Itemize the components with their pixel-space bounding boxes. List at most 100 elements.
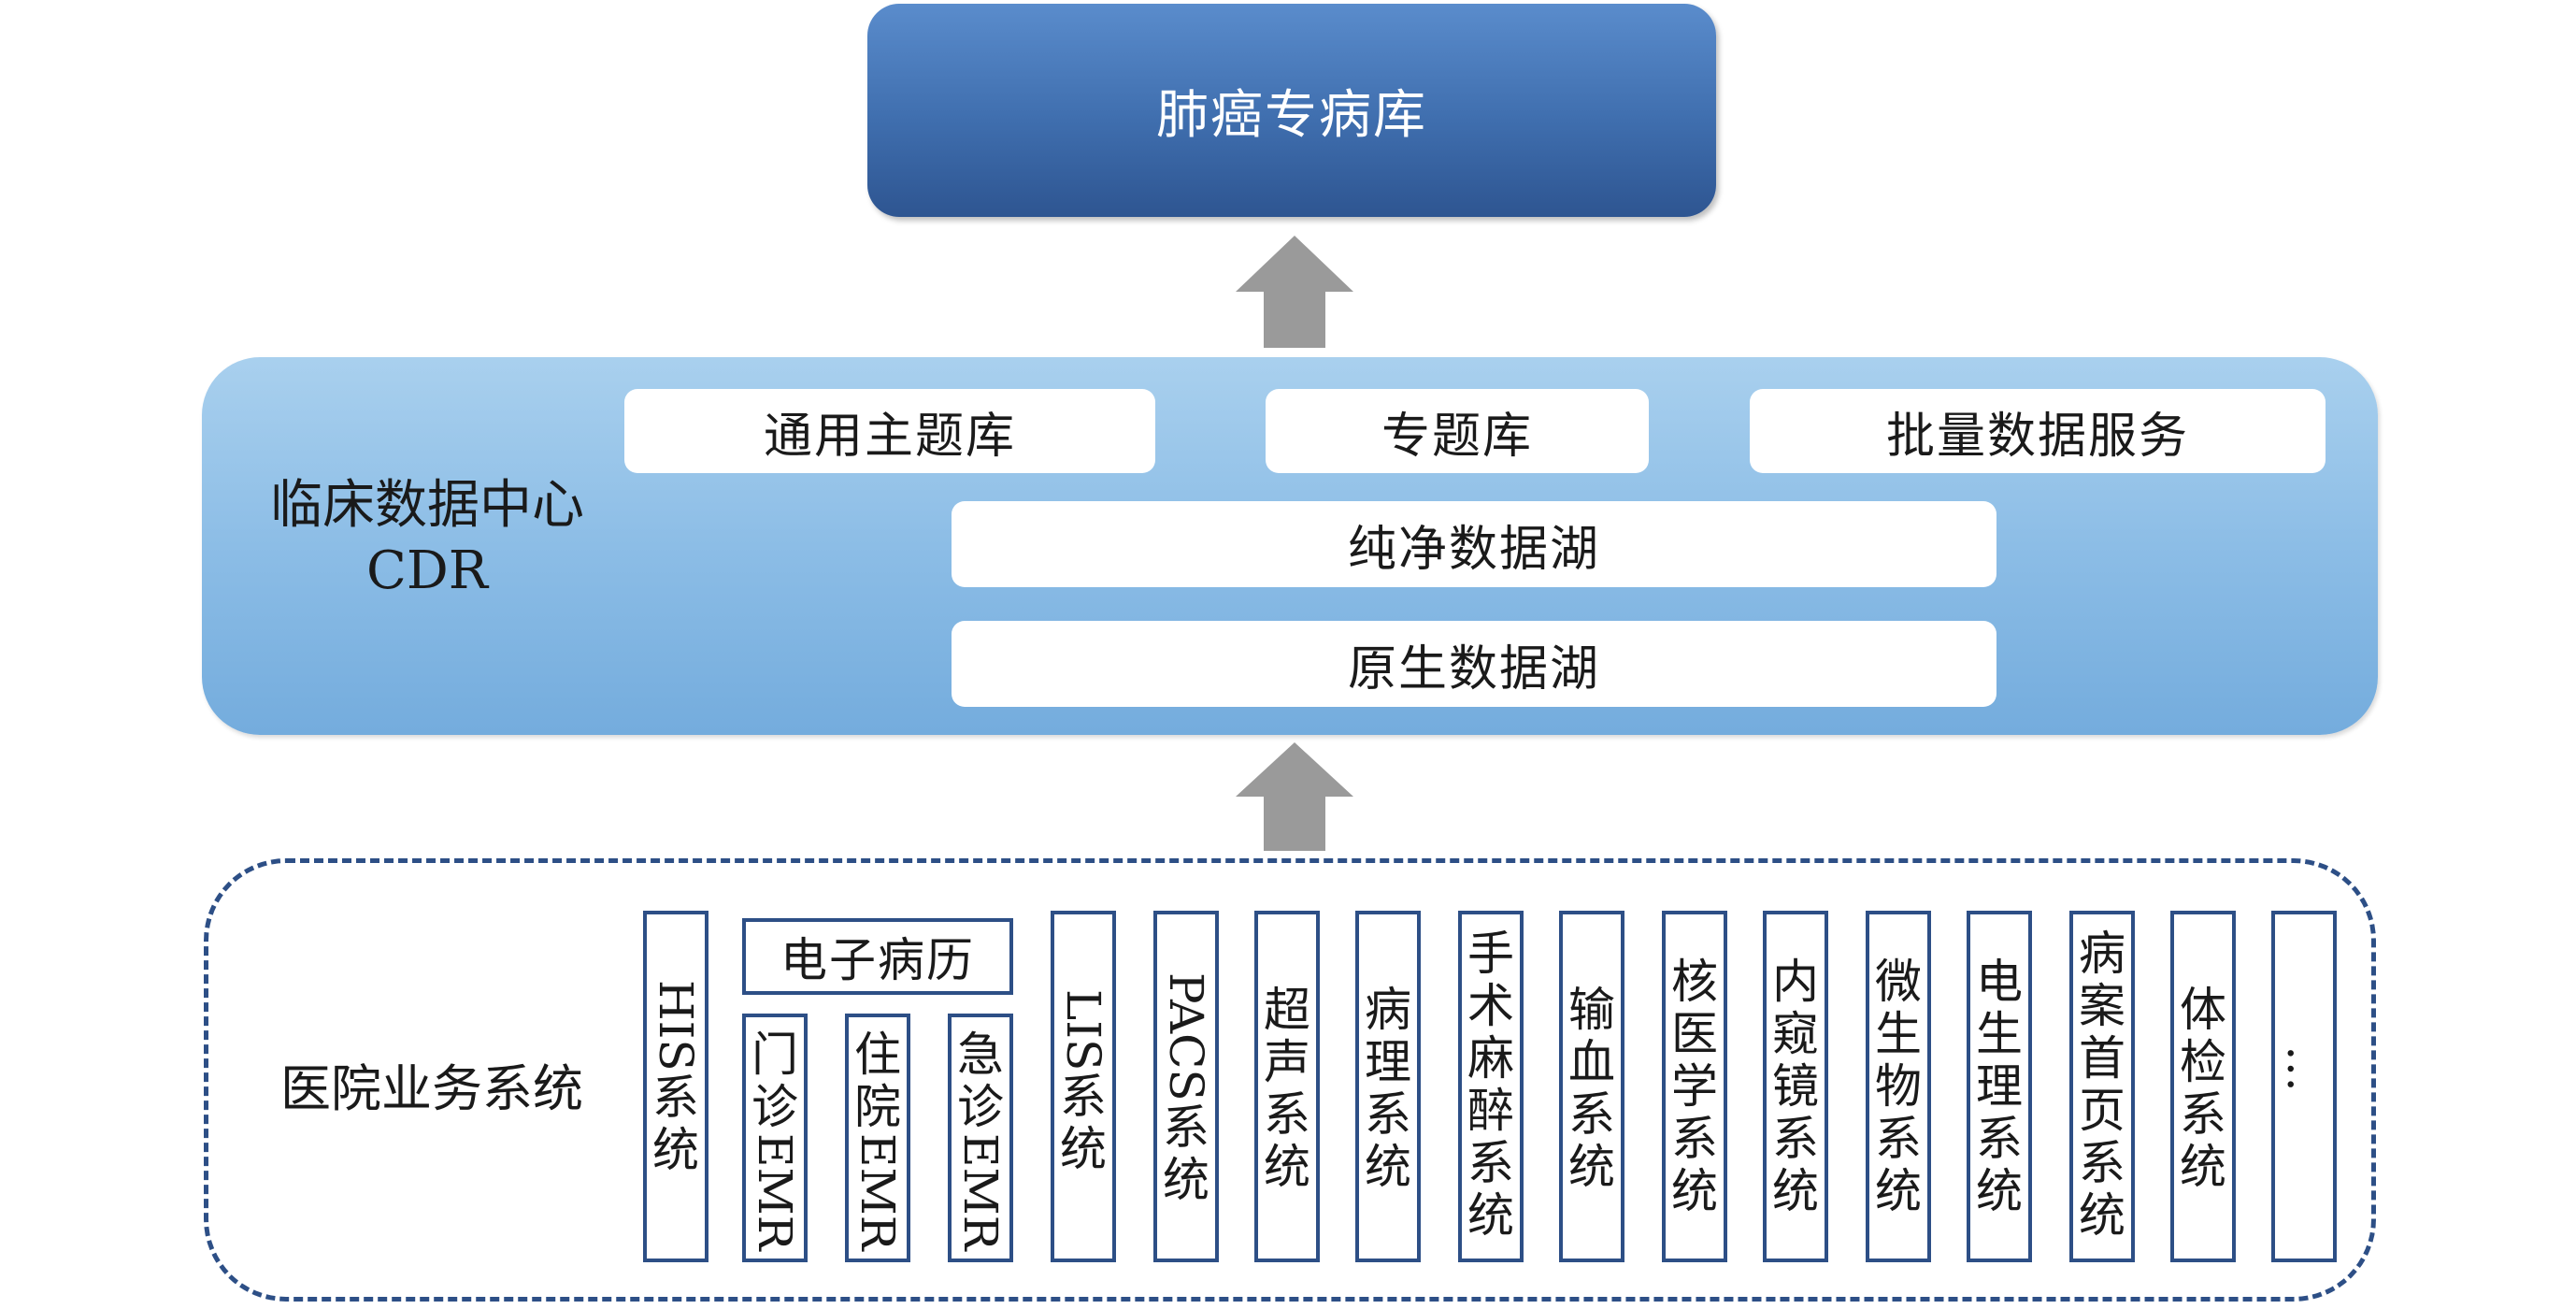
- hospital-systems-panel: [204, 858, 2376, 1302]
- outpatient-emr-column: 门 诊 EMR: [742, 1014, 808, 1262]
- physical-exam-char: 系: [2180, 1087, 2226, 1142]
- emr-header-box: 电子病历: [742, 918, 1013, 995]
- ultrasound-char: 超: [1264, 983, 1310, 1037]
- record-char: 首: [2079, 1031, 2125, 1086]
- electrophysiology-char: 系: [1976, 1112, 2023, 1166]
- physical-exam-char: 体: [2180, 983, 2226, 1037]
- lis-label: LIS: [1056, 989, 1110, 1072]
- ultrasound-char: 系: [1264, 1087, 1310, 1142]
- anesthesia-char: 醉: [1467, 1084, 1514, 1138]
- pathology-char: 统: [1365, 1140, 1411, 1194]
- physical-exam-char: 检: [2180, 1035, 2226, 1089]
- inpatient-emr-label: EMR: [851, 1133, 905, 1251]
- outpatient-char: 门: [751, 1028, 798, 1082]
- cdr-title: 临床数据中心 CDR: [217, 473, 637, 604]
- electrophysiology-char: 电: [1976, 955, 2023, 1009]
- physical-exam-char: 统: [2180, 1140, 2226, 1194]
- nuclear-char: 核: [1671, 955, 1718, 1009]
- medical-record-front-page-column: 病 案 首 页 系 统: [2069, 911, 2135, 1262]
- anesthesia-char: 系: [1467, 1136, 1514, 1190]
- emergency-char: 诊: [957, 1080, 1004, 1134]
- lis-system-column: LIS 系 统: [1051, 911, 1116, 1262]
- nuclear-char: 系: [1671, 1112, 1718, 1166]
- ultrasound-char: 声: [1264, 1035, 1310, 1089]
- record-char: 系: [2079, 1136, 2125, 1190]
- pacs-char: 统: [1163, 1152, 1209, 1207]
- emergency-emr-label: EMR: [953, 1133, 1008, 1251]
- anesthesia-char: 统: [1467, 1188, 1514, 1243]
- emr-header-label: 电子病历: [780, 933, 975, 987]
- record-char: 病: [2079, 927, 2125, 981]
- clean-data-lake-box: 纯净数据湖: [952, 501, 1996, 587]
- anesthesia-char: 麻: [1467, 1031, 1514, 1086]
- endoscopy-system-column: 内 窥 镜 系 统: [1763, 911, 1828, 1262]
- emergency-emr-column: 急 诊 EMR: [948, 1014, 1013, 1262]
- endoscopy-char: 窥: [1772, 1007, 1819, 1061]
- raw-data-lake-box: 原生数据湖: [952, 621, 1996, 707]
- pathology-char: 理: [1365, 1035, 1411, 1089]
- record-char: 统: [2079, 1188, 2125, 1243]
- inpatient-char: 院: [854, 1080, 901, 1134]
- his-char: 系: [652, 1070, 699, 1125]
- batch-data-service-label: 批量数据服务: [1885, 408, 2189, 465]
- cdr-title-line2: CDR: [366, 540, 488, 601]
- endoscopy-char: 内: [1772, 955, 1819, 1009]
- his-system-column: HIS 系 统: [643, 911, 708, 1262]
- record-char: 页: [2079, 1084, 2125, 1138]
- microbiology-char: 微: [1875, 955, 1922, 1009]
- pathology-system-column: 病 理 系 统: [1355, 911, 1421, 1262]
- pathology-char: 病: [1365, 983, 1411, 1037]
- batch-data-service-box: 批量数据服务: [1750, 389, 2326, 473]
- ultrasound-system-column: 超 声 系 统: [1254, 911, 1320, 1262]
- anesthesia-char: 手: [1467, 927, 1514, 981]
- record-char: 案: [2079, 979, 2125, 1033]
- his-label: HIS: [649, 980, 703, 1072]
- general-topic-label: 通用主题库: [763, 408, 1016, 465]
- nuclear-char: 医: [1671, 1007, 1718, 1061]
- ultrasound-char: 统: [1264, 1140, 1310, 1194]
- microbiology-char: 物: [1875, 1059, 1922, 1114]
- electrophysiology-char: 理: [1976, 1059, 2023, 1114]
- ellipsis-label: …: [2277, 1045, 2331, 1092]
- microbiology-system-column: 微 生 物 系 统: [1866, 911, 1931, 1262]
- raw-data-lake-label: 原生数据湖: [1347, 640, 1600, 698]
- up-arrow-icon: [1236, 236, 1353, 348]
- up-arrow-icon: [1236, 742, 1353, 851]
- electrophysiology-system-column: 电 生 理 系 统: [1967, 911, 2032, 1262]
- hospital-systems-title: 医院业务系统: [280, 1059, 583, 1118]
- lung-cancer-database-box: 肺癌专病库: [867, 4, 1716, 217]
- nuclear-char: 统: [1671, 1164, 1718, 1218]
- clean-data-lake-label: 纯净数据湖: [1347, 521, 1600, 578]
- electrophysiology-char: 生: [1976, 1007, 2023, 1061]
- endoscopy-char: 镜: [1772, 1059, 1819, 1114]
- pacs-char: 系: [1163, 1100, 1209, 1155]
- transfusion-char: 输: [1568, 983, 1615, 1037]
- electrophysiology-char: 统: [1976, 1164, 2023, 1218]
- outpatient-char: 诊: [751, 1080, 798, 1134]
- endoscopy-char: 统: [1772, 1164, 1819, 1218]
- inpatient-char: 住: [854, 1028, 901, 1082]
- microbiology-char: 系: [1875, 1112, 1922, 1166]
- inpatient-emr-column: 住 院 EMR: [845, 1014, 910, 1262]
- nuclear-char: 学: [1671, 1059, 1718, 1114]
- special-topic-box: 专题库: [1266, 389, 1649, 473]
- lis-char: 统: [1060, 1122, 1107, 1177]
- emergency-char: 急: [957, 1028, 1004, 1082]
- endoscopy-char: 系: [1772, 1112, 1819, 1166]
- general-topic-box: 通用主题库: [624, 389, 1155, 473]
- lung-cancer-database-label: 肺癌专病库: [1156, 84, 1427, 146]
- lis-char: 系: [1060, 1070, 1107, 1125]
- anesthesia-system-column: 手 术 麻 醉 系 统: [1458, 911, 1524, 1262]
- microbiology-char: 生: [1875, 1007, 1922, 1061]
- special-topic-label: 专题库: [1381, 408, 1533, 465]
- cdr-title-line1: 临床数据中心: [270, 475, 584, 536]
- outpatient-emr-label: EMR: [748, 1133, 802, 1251]
- transfusion-char: 统: [1568, 1140, 1615, 1194]
- physical-exam-system-column: 体 检 系 统: [2170, 911, 2236, 1262]
- transfusion-char: 系: [1568, 1087, 1615, 1142]
- pacs-label: PACS: [1159, 972, 1213, 1101]
- transfusion-char: 血: [1568, 1035, 1615, 1089]
- his-char: 统: [652, 1122, 699, 1177]
- pathology-char: 系: [1365, 1087, 1411, 1142]
- pacs-system-column: PACS 系 统: [1153, 911, 1219, 1262]
